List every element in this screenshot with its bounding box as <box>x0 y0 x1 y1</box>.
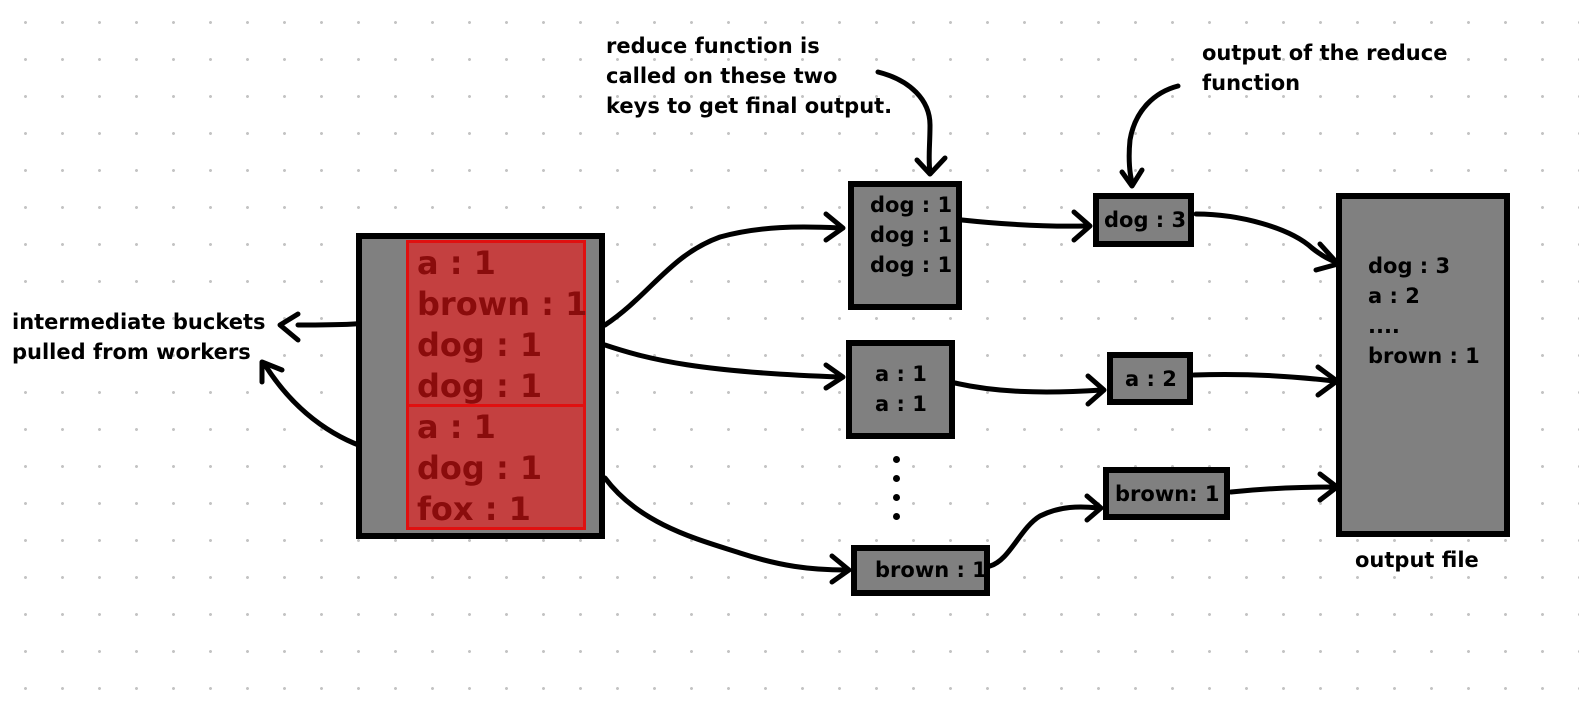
result-entry: brown: 1 <box>1115 482 1220 506</box>
intermediate-buckets-note: intermediate buckets pulled from workers <box>12 307 266 367</box>
result-entry: a : 2 <box>1125 367 1177 391</box>
arrowhead-dog-group <box>823 211 846 243</box>
arrow-from-output-note <box>1126 83 1181 185</box>
bucket-entry: brown : 1 <box>417 285 588 323</box>
output-file-label: output file <box>1355 548 1479 572</box>
ellipsis-dot <box>893 456 900 463</box>
output-entry: a : 2 <box>1368 284 1420 308</box>
result-dog: dog : 3 <box>1093 193 1194 247</box>
arrow-buckets-to-a-group <box>602 342 843 380</box>
note-line: pulled from workers <box>12 340 251 364</box>
bucket-2: a : 1 dog : 1 fox : 1 <box>406 404 586 530</box>
arrow-brown-result-to-output <box>1228 484 1337 495</box>
group-dog: dog : 1 dog : 1 dog : 1 <box>848 181 962 310</box>
arrow-a-result-to-output <box>1191 371 1337 384</box>
arrow-from-reduce-note <box>875 69 933 175</box>
group-entry: a : 1 <box>875 392 927 416</box>
result-brown: brown: 1 <box>1103 467 1230 520</box>
arrow-dog-result-to-output <box>1193 211 1339 265</box>
ellipsis-dot <box>893 513 900 520</box>
bucket-entry: dog : 1 <box>417 367 543 405</box>
group-entry: dog : 1 <box>870 193 953 217</box>
output-entry: .... <box>1368 314 1400 338</box>
arrowhead-a-group <box>823 362 846 391</box>
reduce-function-note: reduce function is called on these two k… <box>606 31 892 121</box>
ellipsis-dot <box>893 494 900 501</box>
arrowhead-buckets-note-upper <box>277 311 301 343</box>
arrow-dog-group-to-dog-result <box>959 217 1089 229</box>
arrow-buckets-to-brown-group <box>602 475 849 573</box>
note-line: intermediate buckets <box>12 310 266 334</box>
bucket-entry: fox : 1 <box>417 490 531 528</box>
arrow-a-group-to-a-result <box>952 380 1105 395</box>
ellipsis-dot <box>893 475 900 482</box>
group-entry: brown : 1 <box>875 558 987 582</box>
group-entry: dog : 1 <box>870 253 953 277</box>
arrowhead-output-note <box>1119 167 1145 189</box>
bucket-1: a : 1 brown : 1 dog : 1 dog : 1 <box>406 240 588 407</box>
bucket-entry: dog : 1 <box>417 449 543 487</box>
arrowhead-a-result <box>1085 373 1107 407</box>
note-line: function <box>1202 71 1301 95</box>
note-line: output of the reduce <box>1202 41 1448 65</box>
note-line: called on these two <box>606 64 838 88</box>
output-entry: brown : 1 <box>1368 344 1480 368</box>
arrowhead-brown-group <box>829 553 852 585</box>
note-line: keys to get final output. <box>606 94 893 118</box>
bucket-entry: a : 1 <box>417 244 496 282</box>
output-file: dog : 3 a : 2 .... brown : 1 <box>1336 193 1510 537</box>
result-a: a : 2 <box>1107 352 1193 405</box>
reduce-output-note: output of the reduce function <box>1202 38 1447 98</box>
arrowhead-reduce-note <box>914 155 948 177</box>
bucket-entry: dog : 1 <box>417 326 543 364</box>
arrowhead-dog-result <box>1071 209 1093 243</box>
arrow-buckets-to-dog-group <box>602 224 843 328</box>
arrowhead-brown-result <box>1084 493 1104 523</box>
group-entry: a : 1 <box>875 362 927 386</box>
note-line: reduce function is <box>606 34 820 58</box>
arrowhead-buckets-note-lower <box>259 359 285 385</box>
result-entry: dog : 3 <box>1104 208 1187 232</box>
group-brown: brown : 1 <box>851 545 990 596</box>
output-entry: dog : 3 <box>1368 254 1451 278</box>
group-a: a : 1 a : 1 <box>846 340 955 439</box>
group-entry: dog : 1 <box>870 223 953 247</box>
arrow-brown-group-to-brown-result <box>987 504 1101 569</box>
bucket-entry: a : 1 <box>417 408 496 446</box>
